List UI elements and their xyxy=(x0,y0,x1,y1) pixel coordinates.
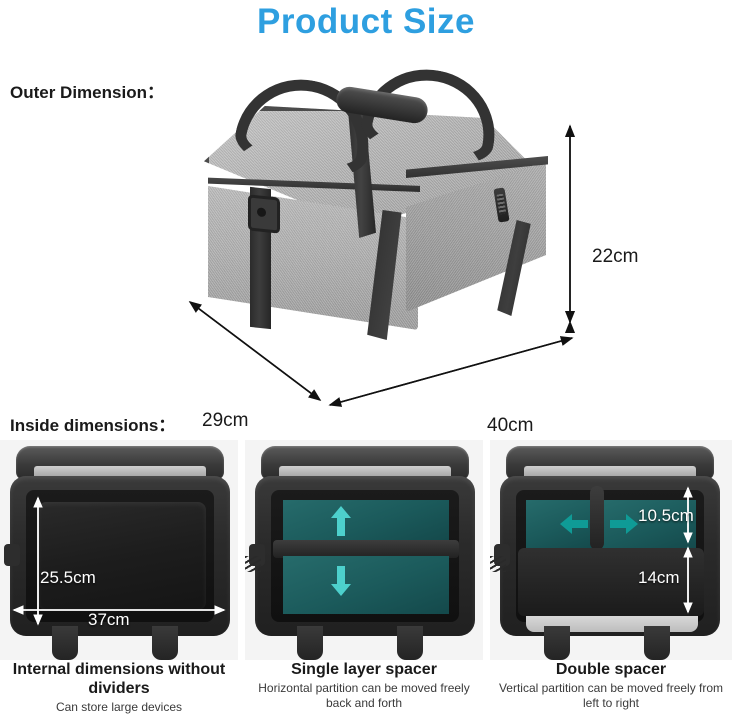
front-pocket xyxy=(518,548,704,616)
panel-1-dimension-arrows xyxy=(12,496,226,626)
outer-dimension-stage: 22cm 29cm 40cm xyxy=(0,58,732,436)
strap-tab-right xyxy=(152,626,178,660)
panel-single-layer-spacer xyxy=(245,440,483,660)
panel-2-motion-arrows xyxy=(331,506,351,596)
internal-pouch xyxy=(38,502,206,610)
panel-double-spacer: 10.5cm 14cm xyxy=(490,440,732,660)
strap-tab-right xyxy=(644,626,670,660)
caption-subtitle: Vertical partition can be moved freely f… xyxy=(498,681,724,710)
arrow-left-icon xyxy=(560,514,588,534)
zipper-teeth-icon xyxy=(245,556,261,572)
zipper-teeth-icon xyxy=(490,556,506,572)
panel-3-motion-arrows xyxy=(560,486,693,614)
arrow-down-icon xyxy=(331,566,351,596)
panel-internal-no-dividers: 25.5cm 37cm xyxy=(0,440,238,660)
side-buckle xyxy=(4,544,20,566)
caption-title: Internal dimensions without dividers xyxy=(12,661,226,697)
strap-tab-left xyxy=(544,626,570,660)
lower-section-height-label: 14cm xyxy=(638,568,680,587)
inside-dimensions-label: Inside dimensions： xyxy=(10,416,176,435)
caption-internal-no-dividers: Internal dimensions without dividers Can… xyxy=(0,660,238,715)
bag-illustration xyxy=(196,58,556,360)
caption-subtitle: Horizontal partition can be moved freely… xyxy=(258,681,470,710)
caption-double-spacer: Double spacer Vertical partition can be … xyxy=(490,660,732,711)
page-title: Product Size xyxy=(257,2,475,41)
teal-divider-upper xyxy=(283,500,449,542)
inner-height-label: 25.5cm xyxy=(40,568,96,587)
arrow-right-icon xyxy=(610,514,638,534)
horizontal-divider xyxy=(273,540,459,558)
caption-title: Single layer spacer xyxy=(291,661,437,678)
dimension-depth-label: 29cm xyxy=(202,410,249,431)
strap-tab-left xyxy=(52,626,78,660)
caption-title: Double spacer xyxy=(555,661,667,678)
outer-dimension-label: Outer Dimension： xyxy=(10,83,164,102)
panel-captions: Internal dimensions without dividers Can… xyxy=(0,660,732,725)
caption-subtitle: Can store large devices xyxy=(55,700,183,714)
strap-tab-left xyxy=(297,626,323,660)
dimension-height-label: 22cm xyxy=(592,246,639,267)
outer-dimension-arrows xyxy=(188,124,576,407)
inside-panels: 25.5cm 37cm xyxy=(0,440,732,660)
arrow-up-icon xyxy=(331,506,351,536)
vertical-divider xyxy=(590,486,604,550)
teal-divider-lower xyxy=(283,556,449,614)
strap-tab-right xyxy=(397,626,423,660)
inner-width-label: 37cm xyxy=(88,610,130,629)
upper-section-height-label: 10.5cm xyxy=(638,506,694,525)
caption-single-layer-spacer: Single layer spacer Horizontal partition… xyxy=(245,660,483,711)
dimension-width-label: 40cm xyxy=(487,415,534,436)
